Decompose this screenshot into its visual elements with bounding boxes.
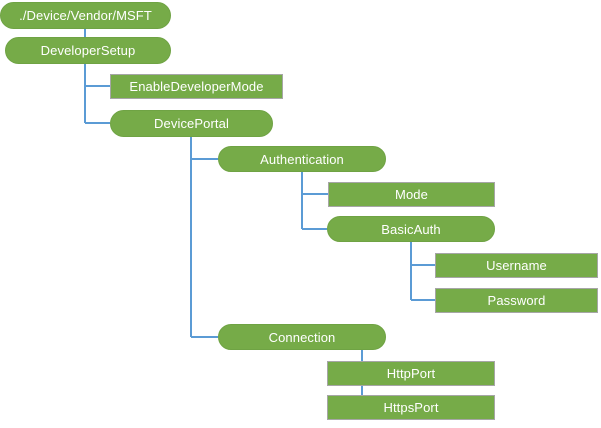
tree-node-httpsport[interactable]: HttpsPort: [327, 395, 495, 420]
tree-node-label: HttpsPort: [383, 400, 439, 415]
tree-node-label: Connection: [268, 329, 336, 345]
tree-node-label: Mode: [395, 187, 428, 202]
tree-node-username[interactable]: Username: [435, 253, 598, 278]
tree-node-root[interactable]: ./Device/Vendor/MSFT: [0, 2, 171, 29]
tree-node-label: DeveloperSetup: [40, 43, 136, 58]
tree-node-password[interactable]: Password: [435, 288, 598, 313]
tree-node-authentication[interactable]: Authentication: [218, 146, 386, 172]
tree-node-connection[interactable]: Connection: [218, 324, 386, 350]
tree-node-enabledevelopermode[interactable]: EnableDeveloperMode: [110, 74, 283, 99]
tree-node-label: Password: [487, 293, 546, 308]
tree-node-deviceportal[interactable]: DevicePortal: [110, 110, 273, 137]
tree-node-label: Username: [486, 258, 547, 273]
tree-node-label: HttpPort: [386, 366, 436, 381]
tree-node-basicauth[interactable]: BasicAuth: [327, 216, 495, 242]
tree-node-label: DevicePortal: [154, 116, 229, 131]
tree-node-label: Authentication: [260, 151, 344, 167]
tree-node-label: EnableDeveloperMode: [129, 79, 264, 94]
tree-node-mode[interactable]: Mode: [328, 182, 495, 207]
tree-node-developersetup[interactable]: DeveloperSetup: [5, 37, 171, 64]
tree-node-label: BasicAuth: [381, 221, 441, 237]
tree-node-httpport[interactable]: HttpPort: [327, 361, 495, 386]
tree-node-label: ./Device/Vendor/MSFT: [19, 8, 152, 23]
